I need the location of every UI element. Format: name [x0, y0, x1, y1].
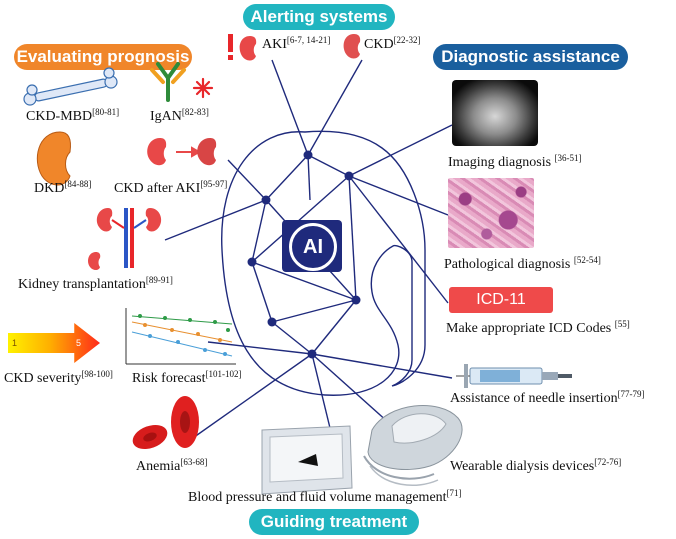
- line-anemia: [189, 353, 313, 441]
- kidney-aki-icon: [239, 36, 257, 61]
- label-aki: AKI[6-7, 14-21]: [262, 35, 331, 52]
- asterisk-icon: [192, 77, 214, 99]
- red-blood-cells-icon: [132, 396, 199, 450]
- arrow-right-icon: [176, 146, 202, 158]
- ai-center-box: AI: [282, 220, 342, 272]
- label-ckd-mbd: CKD-MBD[80-81]: [26, 107, 120, 124]
- risk-forecast-plot-icon: [125, 308, 236, 365]
- category-evaluating-prognosis: Evaluating prognosis: [14, 44, 192, 70]
- kidney-transplant-icon: [88, 208, 162, 270]
- icd-11-badge: ICD-11: [449, 287, 553, 313]
- pathology-image: [448, 178, 534, 248]
- category-guiding-treatment: Guiding treatment: [249, 509, 419, 535]
- ct-scan-image: [452, 80, 538, 146]
- kidney-outline: [221, 130, 426, 396]
- line-tx: [164, 199, 267, 241]
- line-ckd: [307, 59, 363, 156]
- label-needle-insertion: Assistance of needle insertion[77-79]: [450, 389, 645, 406]
- severity-low-label: 1: [12, 338, 18, 348]
- label-pathological-diagnosis: Pathological diagnosis [52-54]: [444, 255, 601, 272]
- label-igan: IgAN[82-83]: [150, 107, 209, 124]
- kidney-ckd-stage-icon: [197, 138, 217, 166]
- line-aki: [271, 59, 309, 156]
- kidney-aki-stage-icon: [147, 138, 167, 166]
- label-imaging-diagnosis: Imaging diagnosis [36-51]: [448, 153, 582, 170]
- line-icd: [348, 175, 449, 304]
- label-wearable-dialysis: Wearable dialysis devices[72-76]: [450, 457, 622, 474]
- wearable-dialysis-device-icon: [363, 405, 463, 487]
- label-dkd: DKD[84-88]: [34, 179, 92, 196]
- category-alerting-systems: Alerting systems: [243, 4, 395, 30]
- category-diagnostic-assistance: Diagnostic assistance: [433, 44, 628, 70]
- kidney-ckd-icon: [343, 34, 361, 59]
- label-ckd-severity: CKD severity[98-100]: [4, 369, 113, 386]
- label-anemia: Anemia[63-68]: [136, 457, 208, 474]
- antibody-icon: [150, 62, 186, 102]
- severity-high-label: 5: [76, 338, 82, 348]
- label-icd-codes: Make appropriate ICD Codes [55]: [446, 319, 630, 336]
- line-pathology: [348, 175, 449, 216]
- label-blood-pressure: Blood pressure and fluid volume manageme…: [188, 488, 462, 505]
- label-ckd-after-aki: CKD after AKI[95-97]: [114, 179, 228, 196]
- bone-icon: [23, 67, 118, 106]
- line-ckd-after-aki: [227, 159, 267, 201]
- label-kidney-transplantation: Kidney transplantation[89-91]: [18, 275, 173, 292]
- line-needle: [311, 353, 453, 379]
- line-risk: [207, 341, 313, 355]
- label-ckd: CKD[22-32]: [364, 35, 421, 52]
- blood-pressure-device-icon: [261, 425, 353, 495]
- syringe-icon: [456, 364, 572, 388]
- line-imaging: [348, 124, 453, 177]
- kidney-dkd-icon: [36, 131, 71, 186]
- line-bp: [311, 353, 331, 429]
- alert-exclamation-icon: [228, 34, 233, 60]
- ai-label: AI: [289, 223, 337, 271]
- label-risk-forecast: Risk forecast[101-102]: [132, 369, 242, 386]
